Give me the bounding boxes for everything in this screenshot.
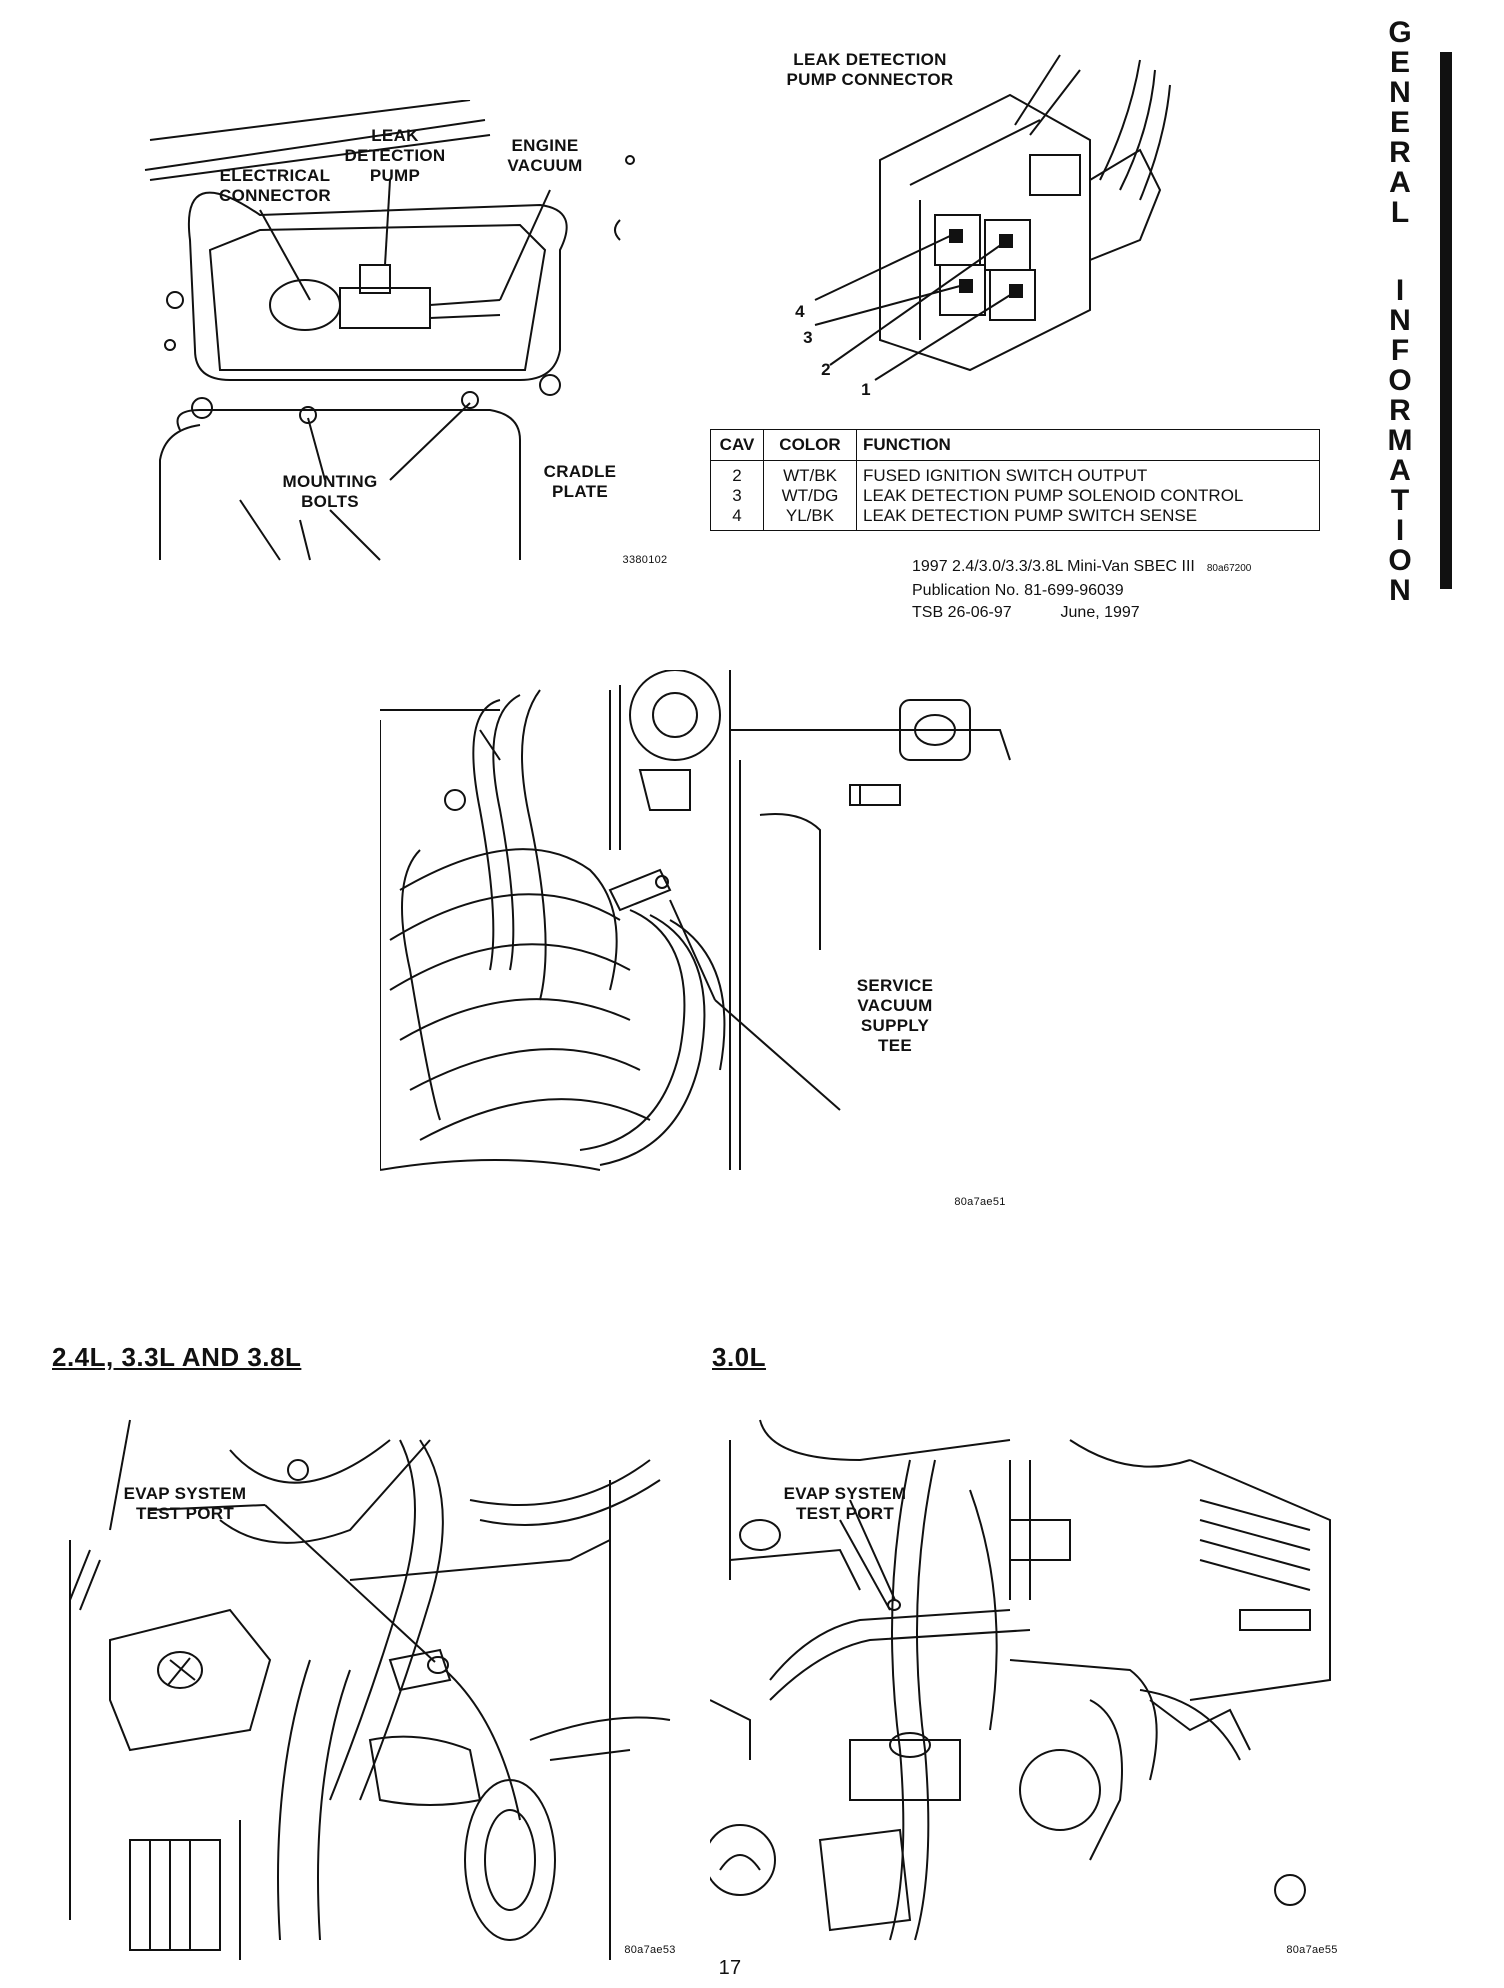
color-value: WT/BK: [783, 466, 837, 485]
sidebar-gap: [1380, 228, 1420, 276]
figure5-code: 80a7ae55: [1286, 1944, 1338, 1956]
label-service-vacuum-supply-tee: SERVICE VACUUM SUPPLY TEE: [856, 976, 934, 1055]
figure4-code: 80a7ae53: [624, 1944, 676, 1956]
label-electrical-connector: ELECTRICAL CONNECTOR: [219, 166, 331, 205]
function-value: LEAK DETECTION PUMP SWITCH SENSE: [863, 506, 1198, 525]
label-cradle-plate: CRADLE PLATE: [543, 462, 617, 501]
publication-line-3: TSB 26-06-97 June, 1997: [912, 602, 1251, 624]
figure1-drawing: [144, 100, 635, 561]
figure-evap-test-port-2-4l-3-3l-3-8l: EVAP SYSTEM TEST PORT 80a7ae53: [50, 1400, 680, 1960]
sidebar-letter: F: [1390, 334, 1410, 367]
sidebar-letter: I: [1395, 514, 1405, 547]
sidebar-letter: N: [1389, 76, 1411, 109]
figure1-code: 3380102: [622, 554, 668, 566]
sidebar-general-information: G E N E R A L I N F O R M A T I O N: [1380, 18, 1420, 606]
publication-tsb: TSB 26-06-97: [912, 604, 1012, 621]
function-column: FUSED IGNITION SWITCH OUTPUT LEAK DETECT…: [856, 460, 1320, 531]
sidebar-letter: O: [1388, 544, 1412, 577]
figure-leak-detection-pump-location: ELECTRICAL CONNECTOR LEAK DETECTION PUMP…: [140, 100, 680, 570]
figure-evap-test-port-3-0l: EVAP SYSTEM TEST PORT 80a7ae55: [710, 1400, 1350, 1960]
header-function: FUNCTION: [856, 429, 1320, 461]
figure2-connector-drawing: [814, 54, 1171, 381]
sidebar-letter: T: [1390, 484, 1410, 517]
figure-service-vacuum-supply-tee: SERVICE VACUUM SUPPLY TEE 80a7ae51: [380, 670, 1020, 1220]
table-header-row: CAV COLOR FUNCTION: [710, 429, 1320, 461]
sidebar-letter: M: [1387, 424, 1413, 457]
sidebar-black-bar: [1440, 52, 1452, 589]
label-mounting-bolts: MOUNTING BOLTS: [282, 472, 378, 511]
sidebar-letter: N: [1389, 304, 1411, 337]
header-cav: CAV: [710, 429, 764, 461]
connector-pinout-table: CAV COLOR FUNCTION 2 3 4 WT/BK WT/DG YL/…: [710, 429, 1320, 531]
color-value: WT/DG: [781, 486, 839, 505]
sidebar-letter: N: [1389, 574, 1411, 607]
sidebar-letter: I: [1395, 274, 1405, 307]
publication-date: June, 1997: [1060, 604, 1140, 621]
sidebar-letter: R: [1389, 136, 1411, 169]
page-number: 17: [718, 1957, 742, 1979]
figure4-drawing: [69, 1419, 671, 1960]
table-body-row: 2 3 4 WT/BK WT/DG YL/BK FUSED IGNITION S…: [710, 460, 1320, 531]
function-value: LEAK DETECTION PUMP SOLENOID CONTROL: [863, 486, 1244, 505]
sidebar-letter: L: [1390, 196, 1410, 229]
sidebar-letter: A: [1389, 454, 1411, 487]
header-color: COLOR: [763, 429, 857, 461]
figure3-drawing: [380, 670, 1011, 1171]
cav-value: 4: [732, 506, 742, 525]
publication-number: Publication No. 81-699-96039: [912, 582, 1124, 599]
cav-column: 2 3 4: [710, 460, 764, 531]
publication-title: 1997 2.4/3.0/3.3/3.8L Mini-Van SBEC III: [912, 558, 1195, 575]
sidebar-letter: O: [1388, 364, 1412, 397]
publication-info: 1997 2.4/3.0/3.3/3.8L Mini-Van SBEC III 8…: [912, 556, 1251, 624]
label-evap-test-port-1: EVAP SYSTEM TEST PORT: [123, 1484, 247, 1523]
sidebar-letter: G: [1388, 16, 1412, 49]
figure5-drawing: [710, 1419, 1331, 1941]
sidebar-letter: E: [1389, 46, 1410, 79]
sidebar-letter: R: [1389, 394, 1411, 427]
heading-2-4l-3-3l-3-8l: 2.4L, 3.3L AND 3.8L: [52, 1342, 302, 1372]
figure2-code: 80a67200: [1206, 563, 1252, 574]
pin-label-3: 3: [803, 328, 813, 347]
label-engine-vacuum: ENGINE VACUUM: [507, 136, 583, 175]
label-leak-detection-pump: LEAK DETECTION PUMP: [344, 126, 446, 185]
cav-value: 2: [732, 466, 742, 485]
pin-label-4: 4: [795, 302, 805, 321]
publication-line-1: 1997 2.4/3.0/3.3/3.8L Mini-Van SBEC III 8…: [912, 556, 1251, 580]
figure-leak-detection-pump-connector: LEAK DETECTION PUMP CONNECTOR 4 3 2 1: [760, 40, 1300, 420]
figure3-code: 80a7ae51: [954, 1196, 1006, 1208]
pin-label-1: 1: [861, 380, 871, 399]
sidebar-letter: E: [1389, 106, 1410, 139]
connector-title: LEAK DETECTION PUMP CONNECTOR: [786, 50, 954, 89]
pin-label-2: 2: [821, 360, 831, 379]
color-column: WT/BK WT/DG YL/BK: [763, 460, 857, 531]
label-evap-test-port-2: EVAP SYSTEM TEST PORT: [783, 1484, 907, 1523]
heading-3-0l: 3.0L: [712, 1342, 767, 1372]
cav-value: 3: [732, 486, 742, 505]
sidebar-letter: A: [1389, 166, 1411, 199]
color-value: YL/BK: [785, 506, 835, 525]
function-value: FUSED IGNITION SWITCH OUTPUT: [863, 466, 1148, 485]
